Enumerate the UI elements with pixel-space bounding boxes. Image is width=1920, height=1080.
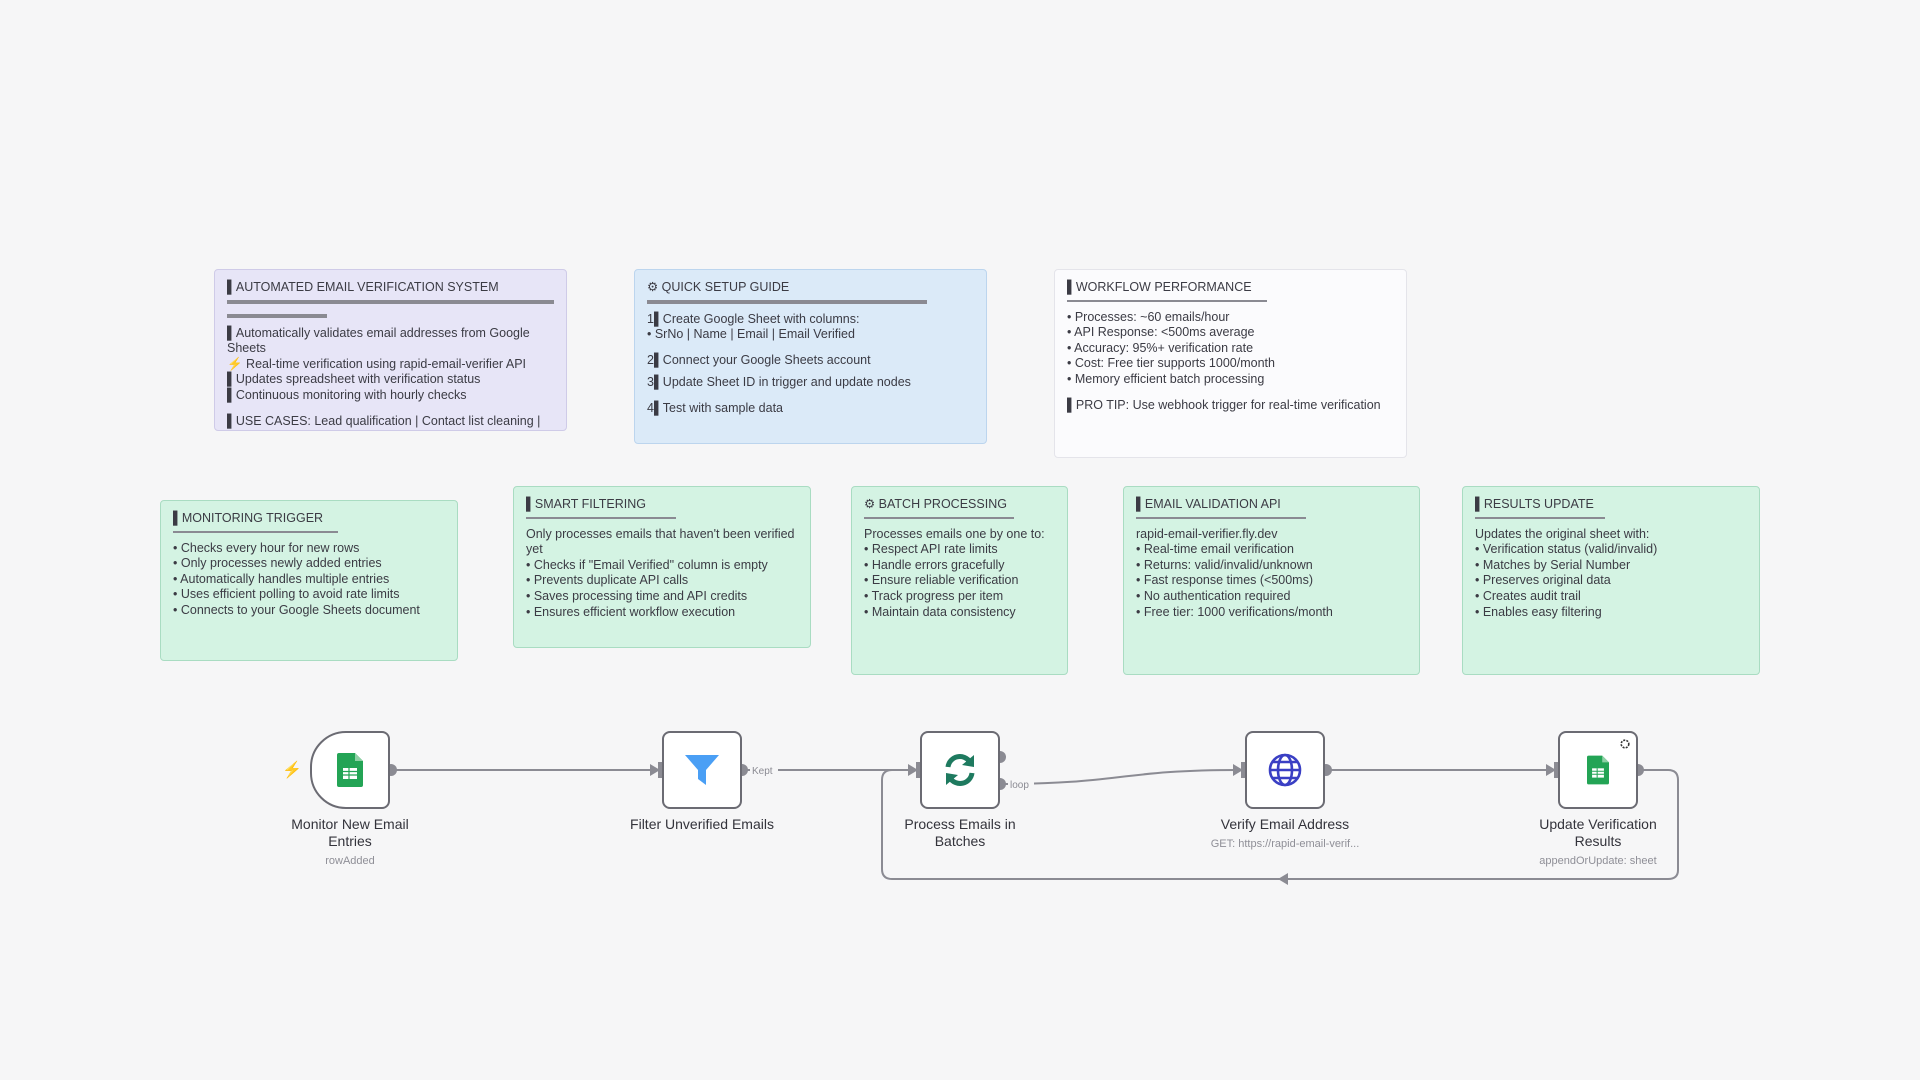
sticky-batch[interactable]: ⚙ BATCH PROCESSING Processes emails one … [851, 486, 1068, 675]
trigger-bolt-icon: ⚡ [282, 762, 302, 779]
sticky-title: ▌RESULTS UPDATE [1475, 497, 1594, 511]
sticky-line: ▌Updates spreadsheet with verification s… [227, 372, 481, 387]
sticky-title: ▌MONITORING TRIGGER [173, 511, 324, 525]
globe-icon [1268, 753, 1302, 787]
edge-label-loop: loop [1010, 780, 1029, 791]
sticky-line: • Memory efficient batch processing [1067, 371, 1265, 386]
node-subtitle: GET: https://rapid-email-verif... [1210, 838, 1360, 850]
sticky-line: • Uses efficient polling to avoid rate l… [173, 587, 400, 602]
sticky-line: • Preserves original data [1475, 573, 1611, 588]
divider [647, 299, 927, 304]
sticky-line: • Processes: ~60 emails/hour [1067, 309, 1230, 324]
refresh-status-icon [1620, 739, 1630, 749]
sticky-line: • Saves processing time and API credits [526, 588, 748, 603]
sticky-line: • Prevents duplicate API calls [526, 573, 689, 588]
sticky-title: ⚙ QUICK SETUP GUIDE [647, 280, 790, 294]
sticky-line: 4▌Test with sample data [647, 400, 784, 415]
sticky-line: • Handle errors gracefully [864, 557, 1005, 572]
sticky-line: 2▌Connect your Google Sheets account [647, 352, 871, 367]
node-label: Filter Unverified Emails [630, 816, 774, 832]
sticky-line: • Matches by Serial Number [1475, 557, 1631, 572]
sticky-line: • API Response: <500ms average [1067, 325, 1255, 340]
sticky-line: rapid-email-verifier.fly.dev [1136, 526, 1278, 541]
filter-icon [685, 755, 719, 785]
divider [1475, 516, 1605, 519]
node-label: Update Verification Results [1539, 816, 1657, 849]
sticky-filtering[interactable]: ▌SMART FILTERING Only processes emails t… [513, 486, 811, 648]
node-process-emails-in-batches[interactable] [920, 731, 1000, 809]
google-sheets-icon [337, 753, 363, 787]
sticky-title: ▌EMAIL VALIDATION API [1136, 497, 1281, 511]
arrow-icon [1233, 764, 1243, 776]
node-label: Process Emails in Batches [904, 816, 1016, 849]
sticky-line: • Only processes newly added entries [173, 556, 382, 571]
sticky-title: ⚙ BATCH PROCESSING [864, 497, 1007, 511]
node-update-verification-results[interactable] [1558, 731, 1638, 809]
sticky-title: ▌SMART FILTERING [526, 497, 646, 511]
sticky-line: • Enables easy filtering [1475, 604, 1602, 619]
sticky-line: Processes emails one by one to: [864, 526, 1045, 541]
node-subtitle: rowAdded [325, 855, 375, 867]
sticky-line: • Fast response times (<500ms) [1136, 573, 1314, 588]
sticky-line: • Real-time email verification [1136, 542, 1294, 557]
sticky-line: • Track progress per item [864, 588, 1004, 603]
sticky-line: • Automatically handles multiple entries [173, 571, 390, 586]
sticky-results[interactable]: ▌RESULTS UPDATE Updates the original she… [1462, 486, 1760, 675]
sticky-line: • Cost: Free tier supports 1000/month [1067, 356, 1275, 371]
node-monitor-new-email-entries[interactable] [310, 731, 390, 809]
sticky-line: • Ensure reliable verification [864, 573, 1019, 588]
google-sheets-icon [1587, 755, 1609, 785]
divider [1136, 516, 1306, 519]
sticky-line: ⚡ Real-time verification using rapid-ema… [227, 356, 526, 371]
edge-batch-verify [999, 769, 1240, 785]
sticky-line: • Checks every hour for new rows [173, 540, 360, 555]
sticky-overview[interactable]: ▌AUTOMATED EMAIL VERIFICATION SYSTEM ▌Au… [214, 269, 567, 431]
sticky-line: • Checks if "Email Verified" column is e… [526, 557, 768, 572]
sticky-line: • Maintain data consistency [864, 604, 1016, 619]
sticky-line: • Connects to your Google Sheets documen… [173, 602, 420, 617]
node-filter-unverified-emails[interactable] [662, 731, 742, 809]
arrow-icon [650, 764, 660, 776]
sticky-line: • Free tier: 1000 verifications/month [1136, 604, 1333, 619]
arrow-icon [908, 764, 918, 776]
edge-label-kept: Kept [752, 766, 773, 777]
sticky-line: • Returns: valid/invalid/unknown [1136, 557, 1313, 572]
sticky-line: • Respect API rate limits [864, 542, 998, 557]
divider [864, 516, 1014, 519]
sticky-line: Only processes emails that haven't been … [526, 526, 798, 557]
divider [173, 530, 338, 533]
sticky-line: ▌Automatically validates email addresses… [227, 325, 534, 356]
node-label: Verify Email Address [1220, 816, 1350, 832]
sticky-setup[interactable]: ⚙ QUICK SETUP GUIDE 1▌Create Google Shee… [634, 269, 987, 444]
divider [227, 313, 327, 318]
sticky-line: • Ensures efficient workflow execution [526, 604, 736, 619]
sticky-line: • Creates audit trail [1475, 588, 1581, 603]
sticky-line: 3▌Update Sheet ID in trigger and update … [647, 375, 911, 390]
node-verify-email-address[interactable] [1245, 731, 1325, 809]
arrow-icon [1546, 764, 1556, 776]
sticky-line: Updates the original sheet with: [1475, 526, 1650, 541]
node-label: Monitor New Email Entries [291, 816, 409, 849]
sticky-line: ▌PRO TIP: Use webhook trigger for real-t… [1067, 397, 1381, 412]
sticky-line: ▌Continuous monitoring with hourly check… [227, 387, 467, 402]
sticky-line: • No authentication required [1136, 588, 1291, 603]
sticky-line: 1▌Create Google Sheet with columns: [647, 311, 860, 326]
divider [1067, 299, 1267, 302]
arrow-icon [1278, 873, 1288, 885]
node-subtitle: appendOrUpdate: sheet [1539, 855, 1657, 867]
divider [227, 299, 554, 304]
loop-icon [945, 754, 975, 786]
sticky-monitoring[interactable]: ▌MONITORING TRIGGER • Checks every hour … [160, 500, 458, 661]
sticky-api[interactable]: ▌EMAIL VALIDATION API rapid-email-verifi… [1123, 486, 1420, 675]
divider [526, 516, 676, 519]
sticky-performance[interactable]: ▌WORKFLOW PERFORMANCE • Processes: ~60 e… [1054, 269, 1407, 458]
sticky-line: ▌USE CASES: Lead qualification | Contact… [227, 413, 541, 428]
sticky-title: ▌AUTOMATED EMAIL VERIFICATION SYSTEM [227, 280, 499, 294]
sticky-line: • SrNo | Name | Email | Email Verified [647, 327, 855, 342]
sticky-title: ▌WORKFLOW PERFORMANCE [1067, 280, 1252, 294]
sticky-line: • Accuracy: 95%+ verification rate [1067, 340, 1254, 355]
sticky-line: • Verification status (valid/invalid) [1475, 542, 1658, 557]
